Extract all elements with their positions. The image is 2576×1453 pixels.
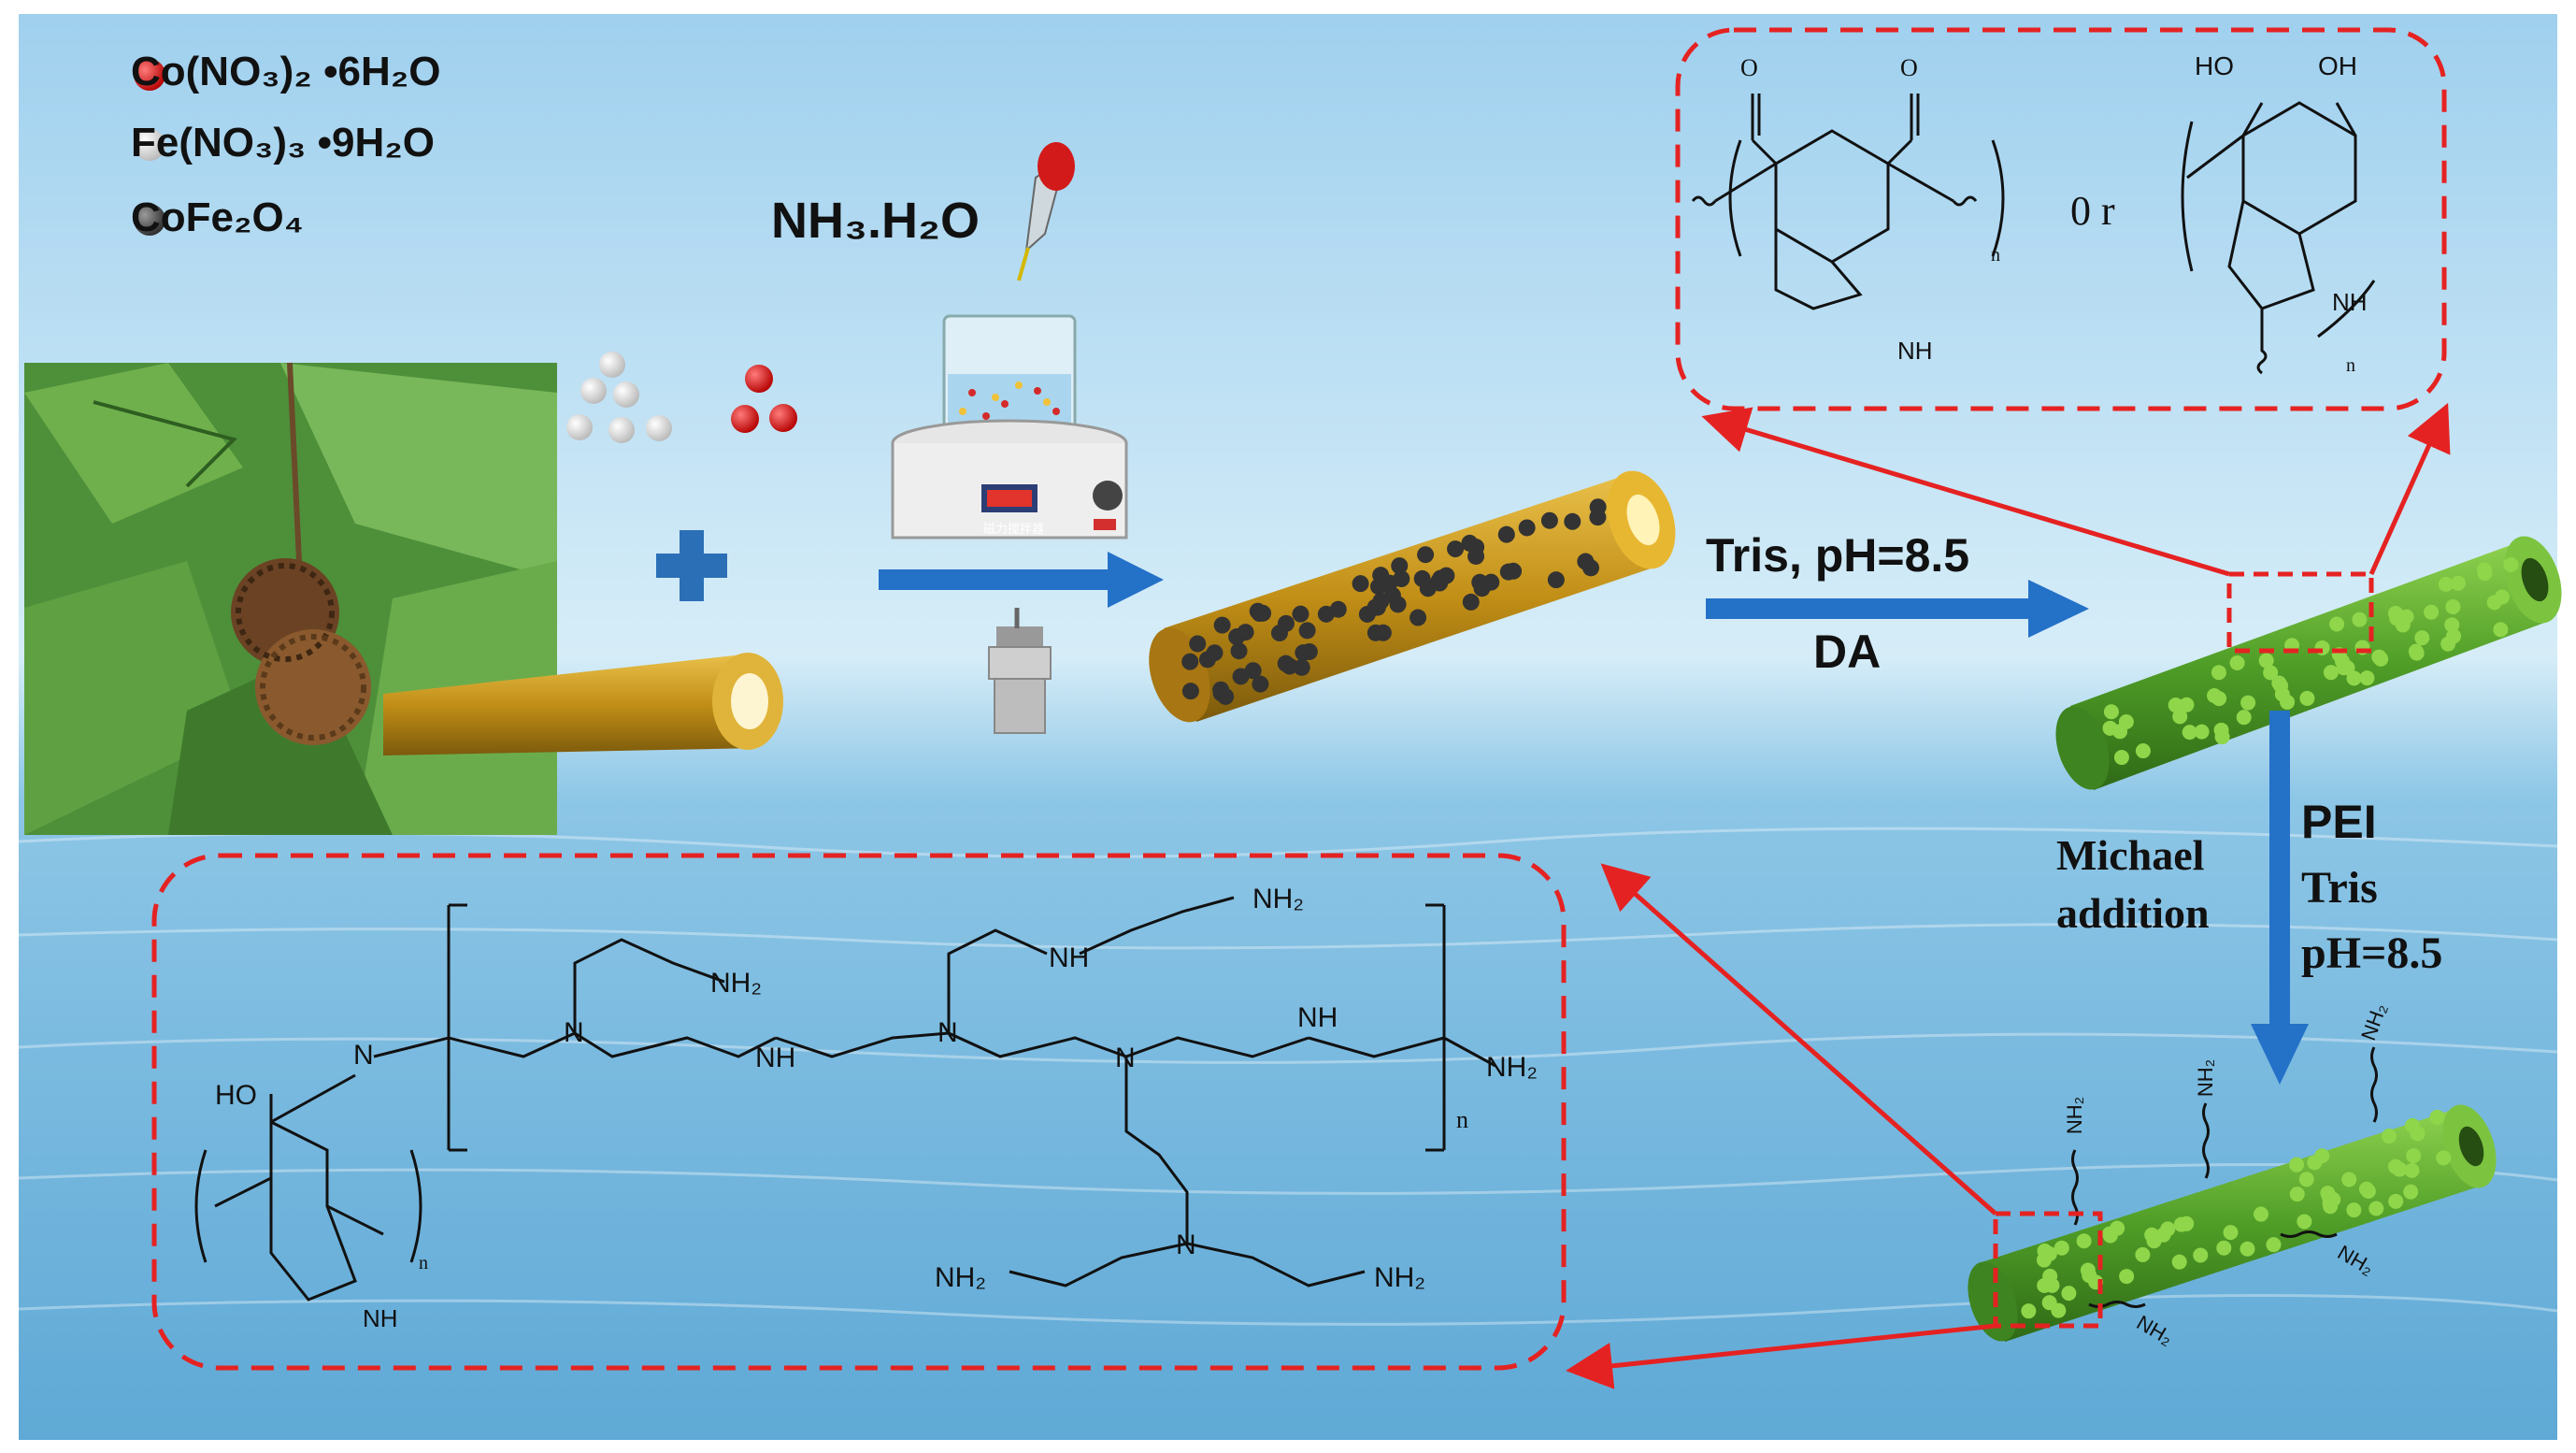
hollow-fiber-template bbox=[383, 653, 783, 755]
legend-item-fe: Fe(NO₃)₃ •9H₂O bbox=[131, 120, 435, 166]
pda-nh-1: NH bbox=[1897, 337, 1933, 365]
co-legend-dot bbox=[134, 59, 165, 91]
pei-nh-1: NH bbox=[755, 1043, 796, 1073]
fe-legend-dot bbox=[134, 129, 165, 161]
pda-n-sub-1: n bbox=[1991, 245, 2000, 266]
legend-item-cofe2o4: CoFe₂O₄ bbox=[131, 194, 304, 241]
pei-structure-box bbox=[151, 853, 1567, 1371]
pda-quinone-structure bbox=[1691, 94, 2005, 310]
pei-step-buffer: Tris bbox=[2301, 863, 2378, 913]
pei-step-ph: pH=8.5 bbox=[2301, 928, 2443, 978]
pda-structure-box bbox=[1675, 27, 2447, 411]
co-precursor-balls bbox=[731, 365, 797, 433]
ammonia-label: NH₃.H₂O bbox=[771, 193, 980, 249]
pei-n-4: N bbox=[1176, 1230, 1196, 1260]
pei-step-reagent: PEI bbox=[2301, 796, 2377, 848]
pei-n-3: N bbox=[1115, 1043, 1136, 1073]
dropper-icon bbox=[1017, 142, 1075, 281]
pei-nh-3: NH bbox=[1297, 1002, 1338, 1033]
legend-fe-label: Fe(NO₃)₃ •9H₂O bbox=[131, 120, 435, 165]
da-step-condition: Tris, pH=8.5 bbox=[1706, 529, 1970, 582]
pei-chain-structure bbox=[194, 896, 1496, 1302]
pei-nh2-end: NH₂ bbox=[1486, 1052, 1538, 1083]
pei-n-2: N bbox=[937, 1017, 958, 1048]
cofe2o4-legend-dot bbox=[134, 204, 165, 236]
legend-item-co: Co(NO₃)₂ •6H₂O bbox=[131, 49, 441, 95]
plus-icon bbox=[656, 530, 727, 601]
pda-oxygen-2: O bbox=[1900, 54, 1918, 81]
fiber-nh2-1: NH₂ bbox=[2063, 1096, 2087, 1135]
pei-grafted-fiber bbox=[1968, 1046, 2497, 1342]
fe-precursor-balls bbox=[566, 352, 672, 443]
da-step-reagent: DA bbox=[1813, 626, 1882, 678]
callout-arrows bbox=[1566, 402, 2451, 1389]
pei-ho: HO bbox=[215, 1080, 257, 1111]
pda-indole-structure bbox=[2181, 101, 2376, 375]
pda-oxygen-1: O bbox=[1740, 54, 1758, 81]
magnetic-stirrer-icon bbox=[891, 314, 1128, 539]
pei-n-1: N bbox=[564, 1017, 584, 1048]
pda-hydroxyl-1: HO bbox=[2195, 51, 2234, 80]
pei-imine-n: N bbox=[353, 1040, 374, 1071]
legend-co-label: Co(NO₃)₂ •6H₂O bbox=[131, 49, 441, 94]
legend-cofe2o4-label: CoFe₂O₄ bbox=[131, 194, 304, 240]
stirrer-label: 磁力搅拌器 bbox=[983, 522, 1045, 536]
pda-zoom-region bbox=[2226, 571, 2374, 654]
autoclave-icon bbox=[988, 608, 1052, 734]
pda-or-label: 0 r bbox=[2070, 188, 2115, 234]
cofe2o4-coated-fiber bbox=[1149, 470, 1676, 723]
fiber-nh2-2: NH₂ bbox=[2194, 1058, 2218, 1098]
pei-zoom-region bbox=[1993, 1211, 2103, 1329]
pei-ring-n-sub: n bbox=[419, 1253, 428, 1273]
pei-nh2-1: NH₂ bbox=[710, 968, 762, 999]
michael-label: Michael bbox=[2056, 831, 2205, 879]
pei-nh2-3: NH₂ bbox=[935, 1262, 986, 1293]
arrow-pei-grafting bbox=[2251, 711, 2309, 1085]
pda-n-sub-2: n bbox=[2346, 355, 2355, 376]
arrow-hydrothermal bbox=[879, 552, 1164, 608]
addition-label: addition bbox=[2056, 889, 2210, 937]
pei-n-sub: n bbox=[1456, 1106, 1468, 1133]
pda-nh-2: NH bbox=[2332, 288, 2368, 316]
arrow-da-coating bbox=[1706, 580, 2089, 638]
pda-hydroxyl-2: OH bbox=[2318, 51, 2357, 80]
pei-nh-2: NH bbox=[1049, 942, 1090, 973]
pei-nh2-2: NH₂ bbox=[1252, 884, 1304, 914]
pda-coated-fiber bbox=[2055, 536, 2562, 790]
plane-tree-photo bbox=[24, 362, 557, 835]
pei-nh2-4: NH₂ bbox=[1374, 1262, 1425, 1293]
pei-ring-nh: NH bbox=[363, 1304, 398, 1332]
